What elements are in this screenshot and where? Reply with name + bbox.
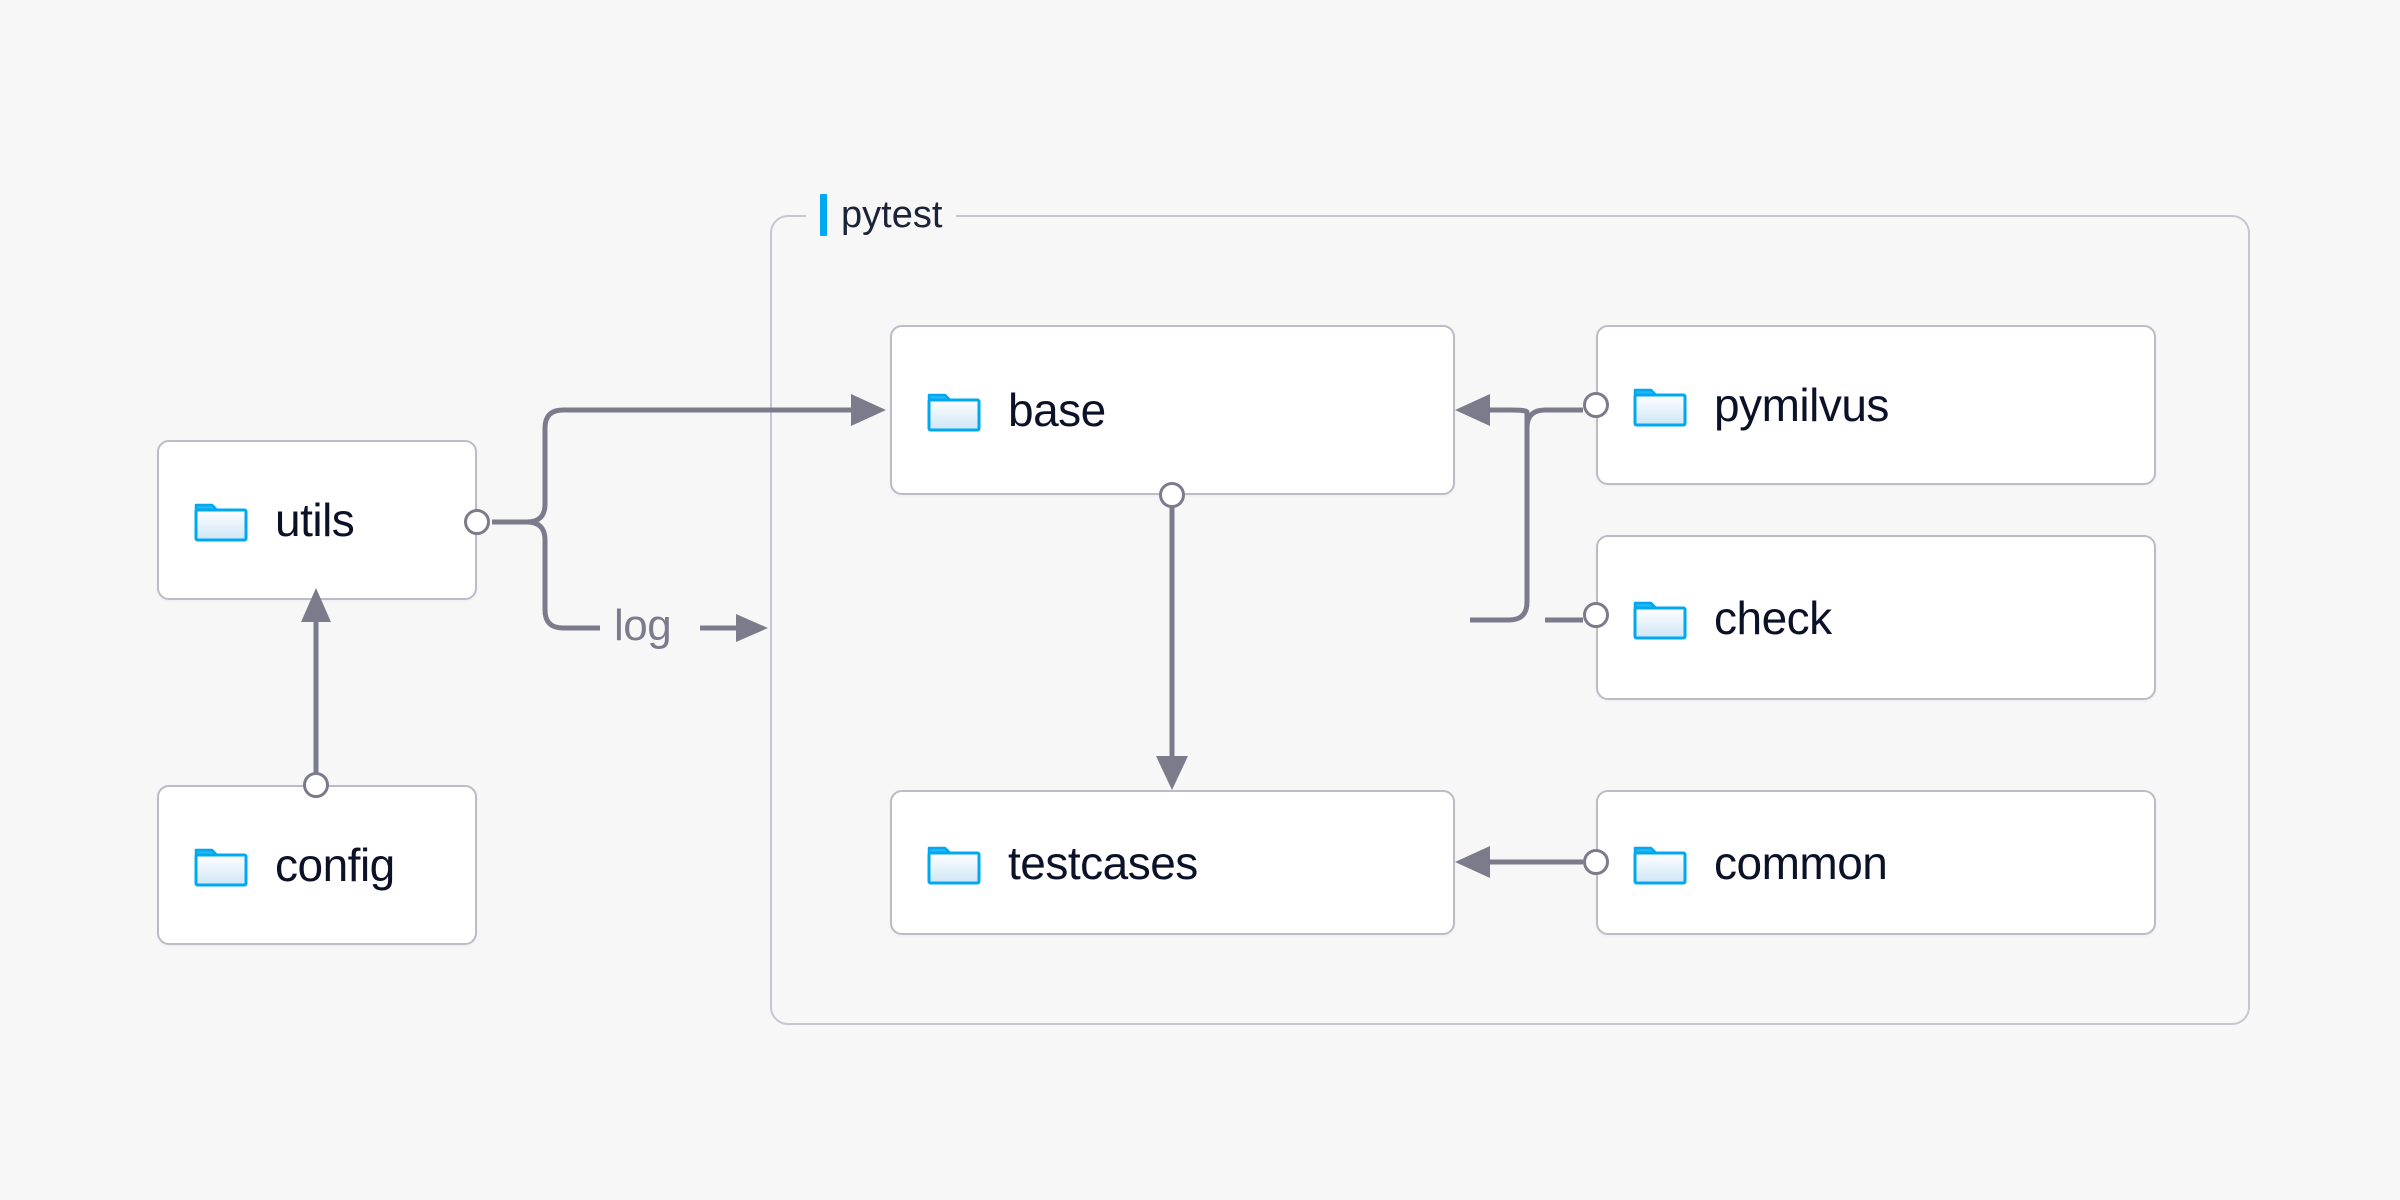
folder-icon [1633, 601, 1687, 639]
node-utils-content: utils [159, 494, 355, 546]
port-check-left[interactable] [1583, 602, 1609, 628]
node-common-label: common [1714, 836, 1888, 889]
node-testcases[interactable]: testcases [890, 790, 1455, 935]
group-pytest-label-wrap: pytest [806, 192, 957, 238]
node-check-label: check [1714, 591, 1832, 644]
node-pymilvus-label: pymilvus [1714, 379, 1889, 431]
node-common[interactable]: common [1596, 790, 2156, 935]
node-base-content: base [892, 387, 1106, 433]
folder-icon [1633, 388, 1687, 427]
port-pymilvus-left[interactable] [1583, 392, 1609, 418]
edge-log-arrowhead [736, 614, 768, 642]
node-base-label: base [1008, 384, 1106, 436]
node-check-content: check [1598, 595, 1832, 641]
node-utils[interactable]: utils [157, 440, 477, 600]
node-pymilvus[interactable]: pymilvus [1596, 325, 2156, 485]
node-testcases-content: testcases [892, 840, 1198, 886]
edge-label-log: log [604, 604, 682, 648]
folder-icon [1633, 846, 1687, 884]
node-config-content: config [159, 842, 395, 888]
port-utils-right[interactable] [464, 509, 490, 535]
port-base-bottom[interactable] [1159, 482, 1185, 508]
node-config-label: config [275, 839, 395, 891]
node-utils-label: utils [275, 494, 355, 546]
folder-icon [927, 846, 981, 884]
node-testcases-label: testcases [1008, 836, 1198, 889]
node-base[interactable]: base [890, 325, 1455, 495]
node-common-content: common [1598, 836, 1888, 889]
node-config[interactable]: config [157, 785, 477, 945]
edge-utils-log [526, 519, 600, 631]
folder-icon [194, 848, 248, 887]
node-pymilvus-content: pymilvus [1598, 382, 1889, 428]
folder-icon [927, 393, 981, 432]
group-accent-bar [820, 194, 827, 236]
group-pytest-label: pytest [841, 194, 943, 236]
node-check[interactable]: check [1596, 535, 2156, 700]
group-pytest[interactable] [770, 215, 2250, 1025]
port-config-top[interactable] [303, 772, 329, 798]
port-common-left[interactable] [1583, 849, 1609, 875]
folder-icon [194, 503, 248, 542]
